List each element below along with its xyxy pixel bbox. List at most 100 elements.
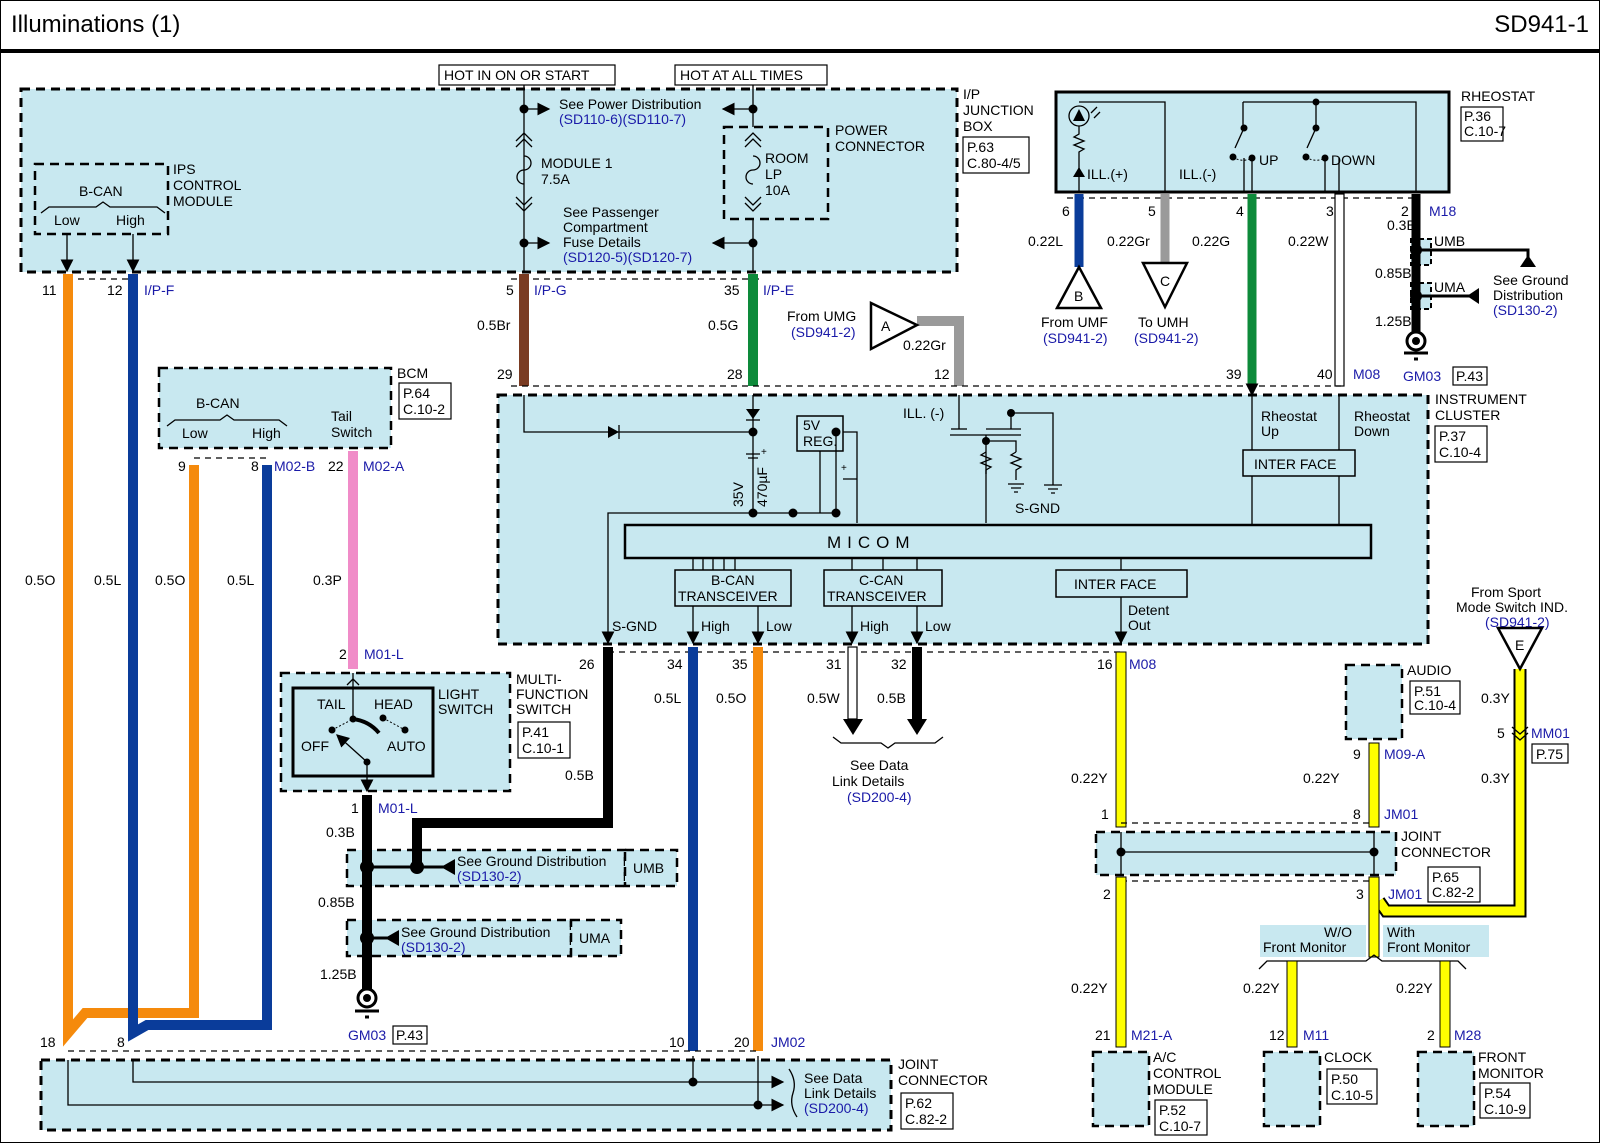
power-connector-label: CONNECTOR — [835, 138, 925, 154]
bcm-bcan-label: B-CAN — [196, 395, 240, 411]
bcm: BCM P.64 C.10-2 B-CAN Low High Tail Swit… — [155, 365, 452, 669]
pin-number: 18 — [40, 1034, 56, 1050]
connector-tag-a-icon — [869, 301, 920, 352]
wire-label: 1.25B — [1375, 313, 1412, 329]
connector-id: JM02 — [771, 1034, 805, 1050]
wire-label: 0.22W — [1288, 233, 1329, 249]
pin-number: 4 — [1236, 203, 1244, 219]
mfs-label: SWITCH — [516, 701, 571, 717]
connector-id: JM01 — [1388, 886, 1422, 902]
to-umh-ref[interactable]: (SD941-2) — [1134, 330, 1199, 346]
sport-page: P.75 — [1536, 746, 1563, 762]
see-ground-ref[interactable]: (SD130-2) — [401, 939, 466, 955]
joint-conn: C.82-2 — [1432, 884, 1474, 900]
rheostat-up-label: UP — [1259, 152, 1278, 168]
mfs-label: FUNCTION — [516, 686, 588, 702]
from-umg-ref[interactable]: (SD941-2) — [791, 324, 856, 340]
pin-number: 21 — [1095, 1027, 1111, 1043]
connector-id: I/P-G — [534, 282, 567, 298]
see-data-link[interactable]: See Data — [804, 1070, 863, 1086]
wire-label: 0.3B — [1387, 217, 1416, 233]
fuse2-name: ROOM — [765, 150, 809, 166]
see-ground-ref[interactable]: (SD130-2) — [457, 868, 522, 884]
ip-jb-label: I/P — [963, 86, 980, 102]
see-pass-comp-link[interactable]: See Passenger — [563, 204, 659, 220]
header: Illuminations (1) SD941-1 — [1, 1, 1599, 53]
see-data-link[interactable]: Link Details — [832, 773, 904, 789]
ips-wires: 11 12 I/P-F 0.5O 0.5L — [25, 274, 272, 1047]
joint-label: CONNECTOR — [1401, 844, 1491, 860]
see-ground-link[interactable]: See Ground Distribution — [401, 924, 550, 940]
cap-voltage: 35V — [730, 481, 746, 507]
see-data-link[interactable]: Link Details — [804, 1085, 876, 1101]
pin-number: 2 — [1103, 886, 1111, 902]
connector-chevron-icon — [515, 132, 533, 148]
rheostat-down-label: DOWN — [1331, 152, 1375, 168]
wire-label: 1.25B — [320, 966, 357, 982]
wire-label: 0.5O — [716, 690, 746, 706]
mfs-page: P.41 — [522, 724, 549, 740]
ip-jb-label: JUNCTION — [963, 102, 1034, 118]
ac-page: P.52 — [1159, 1102, 1186, 1118]
wire-white — [847, 646, 858, 720]
power-dist-ref[interactable]: (SD110-6)(SD110-7) — [559, 111, 686, 127]
pin-number: 16 — [1097, 656, 1113, 672]
ccan-low-label: Low — [925, 618, 952, 634]
wire-label: 0.85B — [318, 894, 355, 910]
bcan-transceiver-label: TRANSCEIVER — [678, 588, 778, 604]
connector-id: M08 — [1353, 366, 1380, 382]
tag-letter: E — [1515, 637, 1524, 653]
see-power-dist-link[interactable]: See Power Distribution — [559, 96, 701, 112]
wire-label: 0.5L — [227, 572, 254, 588]
see-data-ref[interactable]: (SD200-4) — [804, 1100, 869, 1116]
sgnd-label: S-GND — [612, 618, 657, 634]
wire-label: 0.5B — [565, 767, 594, 783]
wire-label: 0.5O — [25, 572, 55, 588]
ips-low-label: Low — [54, 212, 81, 228]
wire-label: 0.5G — [708, 317, 738, 333]
fuse2-rating: 10A — [765, 182, 791, 198]
switch-pos-auto: AUTO — [387, 738, 426, 754]
see-ground-link[interactable]: See Ground Distribution — [457, 853, 606, 869]
tag-letter: A — [881, 318, 891, 334]
splice-umb: UMB — [633, 860, 664, 876]
detent-label: Detent — [1128, 602, 1169, 618]
bcm-high-label: High — [252, 425, 281, 441]
rheostat-down-signal: Down — [1354, 423, 1390, 439]
bcan-high-label: High — [701, 618, 730, 634]
front-monitor-label: MONITOR — [1478, 1065, 1544, 1081]
connector-tag-b-icon — [1054, 264, 1104, 310]
rheostat-down-signal: Rheostat — [1354, 408, 1410, 424]
audio-label: AUDIO — [1407, 662, 1451, 678]
see-data-ref[interactable]: (SD200-4) — [847, 789, 912, 805]
connector-tag-e-icon — [1495, 626, 1545, 672]
splice-uma: UMA — [579, 930, 611, 946]
pin-number: 12 — [934, 366, 950, 382]
ips-label: CONTROL — [173, 177, 242, 193]
see-ground-ref[interactable]: (SD130-2) — [1493, 302, 1558, 318]
see-ground-link[interactable]: Distribution — [1493, 287, 1563, 303]
diode-icon — [608, 426, 619, 438]
clock-label: CLOCK — [1324, 1049, 1373, 1065]
connector-id: MM01 — [1531, 725, 1570, 741]
tail-switch-label: Switch — [331, 424, 372, 440]
bcm-page: P.64 — [403, 385, 430, 401]
connector-id: M02-B — [274, 458, 315, 474]
hot-all-times-label: HOT AT ALL TIMES — [680, 67, 803, 83]
pin-number: 34 — [667, 656, 683, 672]
see-pass-comp-link[interactable]: Compartment — [563, 219, 648, 235]
see-data-link[interactable]: See Data — [850, 757, 909, 773]
pin-number: 28 — [727, 366, 743, 382]
joint-conn: C.82-2 — [905, 1111, 947, 1127]
from-umf-ref[interactable]: (SD941-2) — [1043, 330, 1108, 346]
see-pass-comp-link[interactable]: Fuse Details — [563, 234, 641, 250]
see-ground-link[interactable]: See Ground — [1493, 272, 1569, 288]
sport-ref[interactable]: (SD941-2) — [1485, 614, 1550, 630]
wire-orange — [63, 274, 199, 1047]
pass-comp-ref[interactable]: (SD120-5)(SD120-7) — [563, 249, 692, 265]
connector-id: I/P-E — [763, 282, 794, 298]
pin-number: 5 — [1497, 725, 1505, 741]
fuse-icon — [516, 155, 532, 185]
wire-label: 0.22Y — [1243, 980, 1280, 996]
rheostat-conn: C.10-7 — [1464, 123, 1506, 139]
